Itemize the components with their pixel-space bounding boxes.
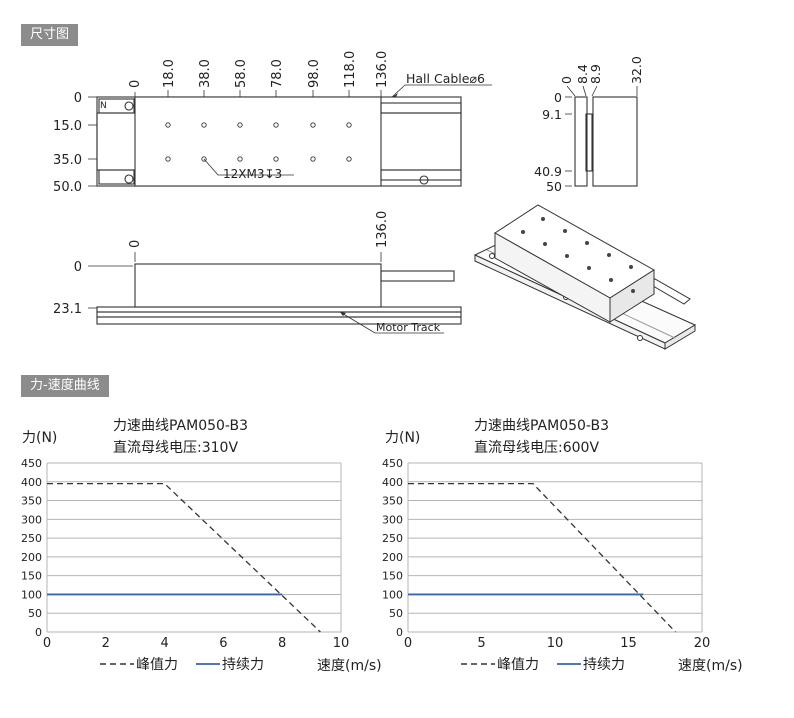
top-x-label-0: 0 [128,80,143,88]
front-mover-body [134,263,382,308]
top-x-label-38: 38.0 [198,59,213,88]
iso-mounting-holes [521,217,635,293]
chart-1-ytick-5: 250 [382,532,403,545]
legend-600v-cont-label: 持续力 [583,656,625,673]
chart-1-xtick-3: 15 [620,636,637,651]
chart-0-ytick-2: 100 [21,588,42,601]
front-hall-cable [380,270,455,282]
top-x-label-136: 136.0 [375,51,390,88]
chart-310v-subtitle: 直流母线电压:310V [113,439,238,456]
chart-0-xtick-4: 8 [278,636,286,651]
chart-0-ytick-7: 350 [21,495,42,508]
side-x-label-8-9: 8.9 [588,64,603,84]
front-y-label-23-1: 23.1 [53,302,82,317]
top-y-label-50: 50.0 [53,180,82,195]
front-x-label-0: 0 [128,240,143,248]
top-x-label-18: 18.0 [162,59,177,88]
chart-1-xtick-2: 10 [547,636,564,651]
chart-600v-ylabel: 力(N) [385,430,420,446]
chart-0-ytick-0: 0 [35,626,42,639]
chart-0-ytick-3: 150 [21,570,42,583]
front-y-label-0: 0 [74,260,82,275]
side-x-label-32: 32.0 [629,56,644,84]
top-y-label-15: 15.0 [53,119,82,134]
front-view: 0 136.0 0 23.1 Motor Track [53,211,462,334]
top-y-label-35: 35.0 [53,153,82,168]
side-y-label-0: 0 [554,90,562,105]
hole-callout-label: 12XM3↧3 [223,167,282,181]
chart-1-ytick-0: 0 [396,626,403,639]
dimensions-section-tag: 尺寸图 [21,24,79,46]
chart-310v-ylabel: 力(N) [22,430,57,446]
side-x-label-8-4: 8.4 [575,64,590,84]
chart-0-ytick-8: 400 [21,476,42,489]
chart-0-ytick-4: 200 [21,551,42,564]
top-mover-body [134,96,382,187]
top-x-label-98: 98.0 [307,59,322,88]
top-x-label-58: 58.0 [234,59,249,88]
chart-1-xtick-0: 0 [404,636,412,651]
side-y-label-50: 50 [546,179,562,194]
legend-310v: 峰值力 持续力 [100,656,264,673]
chart-0-series-peak [47,483,321,633]
side-view: 0 8.4 8.9 32.0 0 9.1 40.9 50 [534,56,644,194]
isometric-view [473,204,697,350]
chart-1-ytick-6: 300 [382,513,403,526]
legend-310v-cont-label: 持续力 [222,656,264,673]
chart-0-ytick-9: 450 [21,457,42,470]
chart-310v-xlabel: 速度(m/s) [317,658,382,674]
legend-600v-peak-label: 峰值力 [497,657,539,673]
hall-cable-label: Hall Cable⌀6 [406,71,485,86]
chart-0-xtick-0: 0 [43,636,51,651]
chart-1-series-peak [408,483,677,633]
legend-600v: 峰值力 持续力 [461,656,625,673]
chart-1-xtick-1: 5 [477,636,485,651]
chart-1-ytick-4: 200 [382,551,403,564]
chart-1-ytick-1: 50 [389,607,403,620]
chart-1-ytick-7: 350 [382,495,403,508]
force-speed-chart-310v: 力速曲线PAM050-B3 直流母线电压:310V 力(N) 速度(m/s) 0… [21,418,382,674]
chart-600v-subtitle: 直流母线电压:600V [474,439,599,456]
motor-track-label: Motor Track [376,321,441,334]
chart-600v-xlabel: 速度(m/s) [678,658,743,674]
chart-0-ytick-5: 250 [21,532,42,545]
chart-310v-title: 力速曲线PAM050-B3 [113,418,248,434]
chart-1-ytick-2: 100 [382,588,403,601]
chart-0-ytick-6: 300 [21,513,42,526]
front-x-label-136: 136.0 [375,211,390,248]
chart-1-xtick-4: 20 [694,636,711,651]
mounting-holes [165,122,352,162]
chart-1-ytick-8: 400 [382,476,403,489]
chart-0-xtick-5: 10 [333,636,350,651]
legend-310v-peak-label: 峰值力 [136,657,178,673]
chart-1-ytick-3: 150 [382,570,403,583]
chart-0-xtick-2: 4 [160,636,168,651]
top-view: 0 18.0 38.0 58.0 78.0 98.0 118.0 136.0 [53,51,492,195]
top-x-label-78: 78.0 [270,59,285,88]
force-speed-section-tag: 力-速度曲线 [21,375,109,397]
top-x-label-118: 118.0 [343,51,358,88]
chart-0-xtick-3: 6 [219,636,227,651]
chart-0-ytick-1: 50 [28,607,42,620]
side-mover-body [592,96,638,187]
north-mark: N [100,101,107,111]
side-y-label-40-9: 40.9 [534,164,562,179]
side-y-label-9-1: 9.1 [542,107,562,122]
top-y-label-0: 0 [74,91,82,106]
chart-600v-title: 力速曲线PAM050-B3 [474,418,609,434]
force-speed-chart-600v: 力速曲线PAM050-B3 直流母线电压:600V 力(N) 速度(m/s) 0… [382,418,743,674]
side-x-label-0: 0 [559,76,574,84]
motor-track [96,316,462,325]
chart-0-xtick-1: 2 [102,636,110,651]
chart-1-ytick-9: 450 [382,457,403,470]
